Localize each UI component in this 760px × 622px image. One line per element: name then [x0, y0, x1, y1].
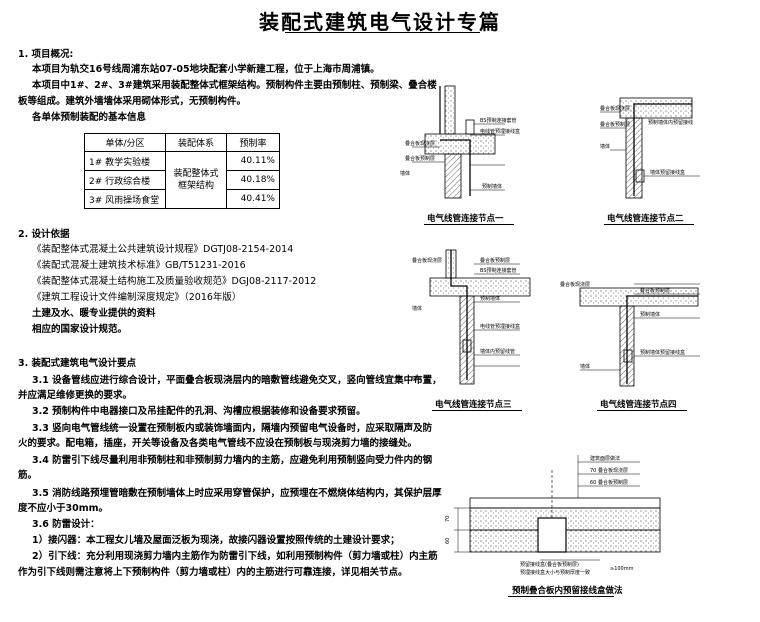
node2-label: 墙体 [600, 143, 610, 150]
prefab-info-table: 单体/分区 装配体系 预制率 1# 教学实验楼 装配整体式框架结构 40.11%… [84, 133, 280, 209]
node2-slab [619, 97, 693, 119]
node1-conduit [440, 139, 471, 196]
section3-line: 火的要求。配电箱，插座，开关等设备及各类电气管线不应设在预制板与现浇剪力墙的接缝… [18, 438, 418, 449]
section1-heading: 1. 项目概况: [18, 49, 74, 60]
section3-line: 2）引下线：充分利用现浇剪力墙内主筋作为防雷引下线，如利用预制构件（剪力墙或柱）… [32, 551, 438, 562]
node2-label: 叠合板预制层 [600, 121, 630, 128]
node4-label: 预制墙体 [640, 311, 660, 318]
node3-label: 墙体 [412, 375, 422, 382]
node1-drawing: BS预制连接套管 电线管预埋接线盒 叠合板现浇层 叠合板预制层 墙体 预制墙体 [400, 85, 520, 199]
section2-heading: 2. 设计依据 [18, 229, 70, 240]
node1-label: 墙体 [400, 170, 410, 177]
caption-underline [597, 410, 687, 411]
node1-prefab-wall [444, 153, 462, 199]
section3-line: 3.1 设备管线应进行综合设计，平面叠合板现浇层内的暗敷管线避免交叉，竖向管线宜… [32, 375, 442, 386]
node1-label: 预制墙体 [482, 183, 502, 190]
section3-line: 度不应小于30mm。 [18, 503, 109, 514]
node3-label: 电线管预埋接线盒 [480, 323, 520, 330]
section1-line: 本项目为轨交16号线周浦东站07-05地块配套小学新建工程，位于上海市周浦镇。 [32, 64, 380, 75]
box-label: ≥100mm [610, 566, 634, 572]
node4-label: 叠合板现浇层 [560, 281, 590, 288]
node3-label: 叠合板现浇层 [412, 257, 442, 264]
section3-line: 3.3 竖向电气管线统一设置在预制板内或装饰墙面内，隔墙内预留电气设备时，应采取… [32, 423, 433, 434]
node4-label: 叠合板预制层 [640, 287, 670, 294]
node1-label: 叠合板现浇层 [405, 140, 435, 147]
box-dimension: 70 [445, 516, 451, 522]
section3-line: 作为引下线则需注意将上下预制构件（剪力墙或柱）内的主筋进行可靠连接，详见相关节点… [18, 567, 408, 578]
node1-upper-wall [444, 85, 456, 135]
section1-line: 本项目中1#、2#、3#建筑采用装配整体式框架结构。预制构件主要由预制柱、预制梁… [32, 80, 437, 91]
node2-label: 墙体预留接线盒 [650, 169, 685, 176]
section1-line: 板等组成。建筑外墙墙体采用砌体形式，无预制构件。 [18, 96, 247, 107]
box-label: 建筑面层做法 [590, 455, 620, 462]
table-cell-rate: 40.41% [226, 189, 280, 209]
caption-underline [604, 224, 694, 225]
node3-slab [429, 277, 531, 297]
node3-label: BS预制连接套管 [480, 267, 517, 274]
node2-caption: 电气线管连接节点二 [607, 214, 684, 224]
node3-caption: 电气线管连接节点三 [435, 400, 512, 410]
section2-line: 相应的国家设计规范。 [32, 324, 128, 335]
section3-line: 3.6 防雷设计： [32, 519, 100, 530]
node1-caption: 电气线管连接节点一 [427, 214, 504, 224]
node2-label: 叠合板现浇层 [600, 105, 630, 112]
title-underline [285, 32, 480, 33]
section3-line: 3.2 预制构件中电器接口及吊挂配件的孔洞、沟槽应根据装修和设备要求预留。 [32, 406, 366, 417]
node4-drawing: 叠合板现浇层 叠合板预制层 预制墙体 预制墙体预留接线盒 墙体 [560, 281, 700, 387]
node4-label: 预制墙体预留接线盒 [640, 349, 685, 356]
box-label: 预留接线盒(叠合板预制层) [520, 561, 579, 568]
box-label: 预埋接线盒大小与预制厚度一致 [520, 569, 590, 576]
box-dimension: 60 [445, 538, 451, 544]
section3-line: 3.5 消防线路预埋管暗敷在预制墙体上时应采用穿管保护，应预埋在不燃烧体结构内，… [32, 488, 442, 499]
node3-label: 叠合板预制层 [480, 257, 510, 264]
node4-label: 墙体 [580, 363, 590, 370]
box-caption: 预制叠合板内预留接线盒做法 [512, 586, 623, 596]
node1-label: 叠合板预制层 [405, 155, 435, 162]
section1-line: 各单体预制装配的基本信息 [32, 112, 147, 123]
table-cell-unit: 3# 风雨操场食堂 [84, 189, 166, 209]
section2-line: 《装配整体式混凝土公共建筑设计规程》DGTJ08-2154-2014 [32, 244, 294, 255]
node3-conduit [450, 250, 468, 380]
node4-slab [579, 287, 699, 307]
box-label: 60 叠合板预制层 [590, 479, 628, 486]
caption-underline [424, 224, 514, 225]
node4-conduit [626, 295, 698, 384]
section3-line: 1）接闪器：本工程女儿墙及屋面泛板为现浇，故接闪器设置按照传统的土建设计要求； [32, 535, 400, 546]
node2-conduit [633, 103, 692, 196]
node2-label: 预制墙体内预留接线 [648, 119, 693, 126]
box-junction-box [537, 517, 567, 553]
page-title: 装配式建筑电气设计专篇 [259, 10, 501, 34]
section2-line: 《装配整体式混凝土结构施工及质量验收规范》DGJ08-2117-2012 [32, 276, 317, 287]
node1-slab [424, 133, 496, 155]
node1-label: BS预制连接套管 [480, 117, 517, 124]
node2-drawing: 叠合板现浇层 叠合板预制层 墙体预留接线盒 墙体 预制墙体内预留接线 [600, 97, 700, 199]
node3-label: 墙体 [412, 305, 422, 312]
section3-line: 并应满足维修更换的要求。 [18, 390, 133, 401]
box-label: 70 叠合板现浇层 [590, 467, 628, 474]
caption-underline [432, 410, 522, 411]
node3-drawing: 叠合板现浇层 叠合板预制层 墙体 BS预制连接套管 预制墙体 电线管预埋接线盒 … [412, 249, 531, 385]
section3-line: 筋。 [18, 470, 38, 481]
caption-underline [508, 596, 614, 597]
node3-label: 墙体内预留线管 [480, 348, 515, 355]
section2-line: 土建及水、暖专业提供的资料 [32, 308, 156, 319]
node1-label: 电线管预埋接线盒 [480, 128, 520, 135]
section2-line: 《装配式混凝土建筑技术标准》GB/T51231-2016 [32, 260, 246, 271]
table-cell-system: 装配整体式框架结构 [165, 151, 227, 209]
box-finish-layer [469, 497, 661, 509]
node3-label: 预制墙体 [480, 295, 500, 302]
box-drawing: 建筑面层做法 70 叠合板现浇层 60 叠合板预制层 预留接线盒(叠合板预制层)… [445, 455, 661, 576]
section3-line: 3.4 防雷引下线尽量利用非预制柱和非预制剪力墙内的主筋，应避免利用预制竖向受力… [32, 455, 433, 466]
section2-line: 《建筑工程设计文件编制深度规定》（2016年版） [32, 292, 242, 303]
section3-heading: 3. 装配式建筑电气设计要点 [18, 358, 137, 369]
node4-caption: 电气线管连接节点四 [600, 400, 677, 410]
